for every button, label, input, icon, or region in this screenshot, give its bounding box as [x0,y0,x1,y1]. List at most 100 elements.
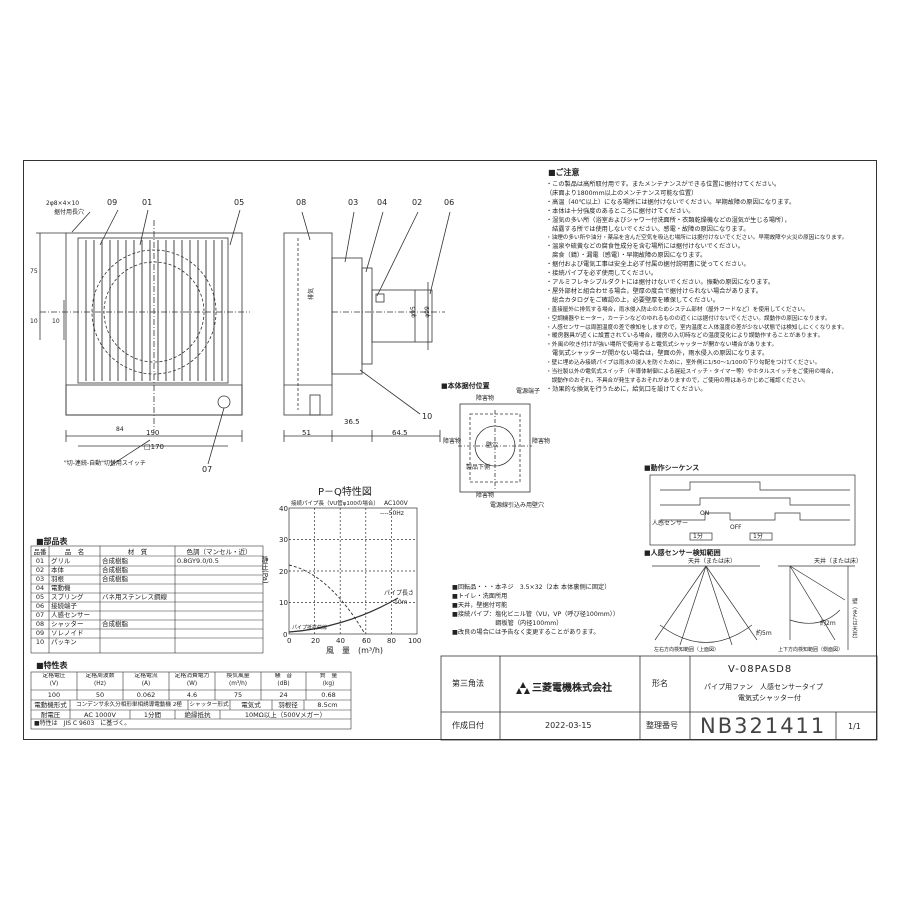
xtick: 0 [287,637,291,645]
parts-cell: スプリング [51,593,84,601]
spec-insulation-label: 絶縁抵抗 [184,711,211,719]
mount-title: ■本体据付位置 [441,382,490,390]
ytick: 20 [279,568,288,576]
note-item: ・据付および電気工事は安全上必ず付属の据付説明書に従ってください。 [546,261,750,269]
pq-legend-freq: ----50Hz [380,510,404,517]
spec-shutter-label: シャッター形式 [189,702,229,708]
note-item: ・油煙の多い所や油分・薬品を含んだ空気を吸込む場所には据付けないでください。早期… [546,235,848,242]
note-item: ・湿気の多い所（浴室およびシャワー付洗面所・衣類乾燥機などの湿気が生じる場所）， [546,216,791,224]
spec-note: ■接続パイプ：塩化ビニル管（VU，VP（呼び径100mm）） [452,610,620,618]
parts-cell: 01 [35,557,45,565]
spec-insulation-value: 10MΩ以上（500Vメガー） [244,711,327,719]
tb-date: 2022-03-15 [545,721,592,730]
dim-h2: 10 [30,318,38,325]
dim-h1: 75 [30,268,38,275]
callout-09: 09 [107,198,118,207]
mount-label: 障害物 [476,395,495,402]
note-item: ・当社製以外の電気式スイッチ（半導体制御による遅延スイッチ・タイマー等）やホタル… [546,369,837,376]
parts-cell: 03 [35,575,45,583]
spec-note: 鋼板管（内径100mm） [452,619,563,627]
callout-08: 08 [296,198,307,207]
drawing-sheet [23,160,877,740]
spec-notes: ■回転品・・・本ネジ 3.5×32（2本 本体裏側に固定） ■トイレ・洗面所用 … [452,584,619,637]
dim-d3: 64.5 [392,429,408,437]
note-item: ・温泉や硫黄などの腐食性成分を含む場所には据付けないでください。 [546,243,744,251]
parts-cell: 02 [35,566,45,574]
spec-value: 50 [95,691,105,699]
parts-cell: 07 [35,611,45,619]
spec-header: 定格電圧 (V) [42,673,66,687]
seq-label: ON [700,510,710,517]
note-item: ・屋外部材と組合わせる場合，壁厚の度合で据付けられない場合があります。 [546,287,762,295]
callout-10: 10 [422,412,433,421]
sensor-label: 約5m [756,630,772,637]
sensor-label: 天井（または床） [688,558,737,565]
dim-d2: 36.5 [344,418,360,426]
dim-h3: 10 [52,318,60,325]
ytick: 40 [279,505,288,513]
spec-header: 換気風量 (m³/h) [226,673,250,687]
note-item: ・効果的な換気を行うために，給気口を設けてください。 [546,385,707,393]
parts-cell: 電動機 [51,584,71,592]
spec-blade-value: 8.5cm [317,701,338,709]
parts-header: 材 質 [127,548,148,556]
callout-05: 05 [234,198,245,207]
parts-cell: 06 [35,602,45,610]
note-item: 電気式シャッターが開かない場合は，壁面の外，雨水侵入の原因になります。 [546,350,769,358]
parts-title: ■部品表 [36,537,68,546]
parts-cell: 人感センサー [51,611,90,619]
note-item: ・アルミフレキシブルダクトには据付けないでください。振動の原因になります。 [546,278,775,286]
switch-note: "切-連続-自動"切替用スイッチ [64,460,146,467]
ytick: 10 [279,599,288,607]
parts-cell: 05 [35,593,45,601]
note-item: 総合カタログをご確認の上，必要壁厚を確保してください。 [546,296,719,304]
xtick: 20 [311,637,320,645]
note-item: ・本体は十分強度のあるところに据付けてください。 [546,207,695,215]
sensor-label: 左右方向検知範囲（上面図） [654,647,720,653]
parts-cell: 08 [35,620,45,628]
mount-label: 製品下側 [466,464,491,471]
pq-ylabel: 静圧(Pa) [261,556,269,584]
mount-label: 電源端子 [516,388,541,395]
parts-cell: ソレノイド [51,629,84,637]
notes-title: ■ご注意 [548,168,580,177]
mount-label: 障害物 [532,438,551,445]
mount-label: 壁穴 [486,442,499,449]
spec-withstand-time: 1分間 [143,711,162,719]
tb-desc1: パイプ用ファン 人感センサータイプ [704,683,823,691]
tb-date-label: 作成日付 [452,721,484,730]
spec-header: 定格消費電力 (W) [174,673,210,687]
note-item: ・外風の吹き付けが強い場所で使用すると電気式シャッターが開かない場合があります。 [546,342,778,349]
pq-pipe-len: 10m [394,599,408,606]
note-item: （床面より1800mm以上のメンテナンス可能な位置） [546,189,698,197]
spec-header: 質 量 (kg) [319,673,338,687]
note-item: ・高温（40℃以上）になる場所には据付けないでください。早期故障の原因になります… [546,198,796,206]
note-item: ・直接屋外に排気する場合，雨水侵入防止のためシステム部材（屋外フードなど）を使用… [546,306,809,313]
parts-cell: 合成樹脂 [102,566,128,574]
notes-list: ・この製品は高所取付用です。またメンテナンスができる位置に据付けてください。 （… [546,181,847,395]
spec-withstand-value: AC 1000V [84,711,116,719]
parts-cell: 0.8GY9.0/0.5 [177,557,219,565]
callout-01: 01 [142,198,153,207]
xtick: 100 [408,637,421,645]
spec-motor-value: コンデンサ永久分相形単相誘導電動機 2極 [75,702,183,708]
xtick: 80 [387,637,396,645]
sequence-title: ■動作シーケンス [644,464,700,472]
spec-value: 75 [233,691,243,699]
note-item: 腐食（錆）・漏電（感電）・早期故障の原因になります。 [546,252,707,260]
callout-03: 03 [348,198,359,207]
parts-cell: グリル [51,557,71,565]
parts-cell: 04 [35,584,45,592]
note-item: 誤動作のおそれ，不具合が発生するおそれがありますので，ご使用の際はあらかじめご確… [546,377,809,384]
spec-value: 24 [279,691,288,699]
note-item: 結露する所では使用しないでください。感電・故障の原因になります。 [546,225,750,233]
parts-cell: 09 [35,629,45,637]
spec-value: 100 [47,691,61,699]
mount-label: 障害物 [443,438,462,445]
mount-label: 障害物 [476,492,495,499]
